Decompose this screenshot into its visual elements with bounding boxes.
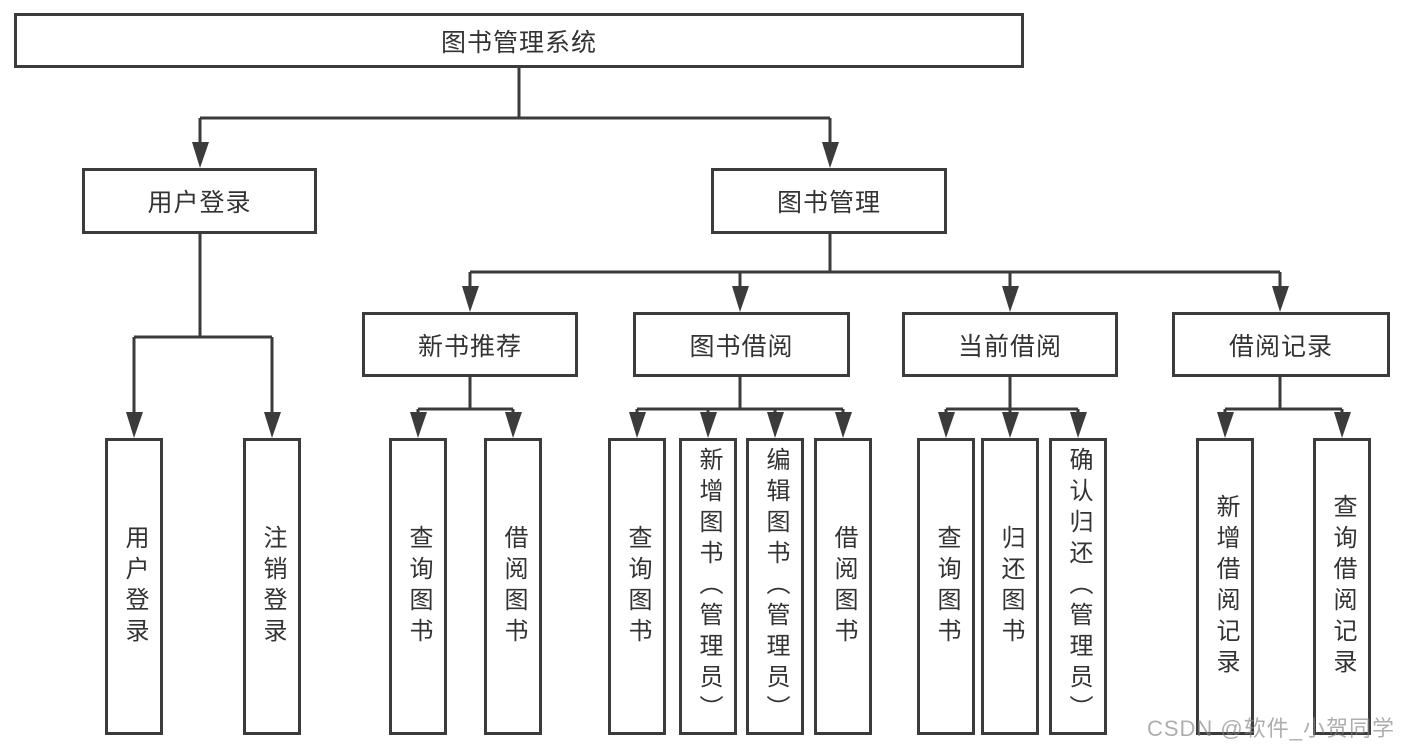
node-book-management: 图书管理 bbox=[711, 168, 947, 234]
leaf-add-borrow-record-label: 新增借阅记录 bbox=[1212, 493, 1239, 680]
leaf-user-login-label: 用户登录 bbox=[121, 524, 148, 649]
leaf-return-books: 归还图书 bbox=[981, 438, 1039, 735]
leaf-add-books-admin-label: 新增图书（管理员） bbox=[695, 447, 722, 726]
leaf-query-borrow-record-label: 查询借阅记录 bbox=[1329, 493, 1356, 680]
connector-borrowing-branch bbox=[629, 377, 852, 438]
node-book-management-label: 图书管理 bbox=[776, 189, 881, 217]
leaf-confirm-return-admin-label: 确认归还（管理员） bbox=[1065, 447, 1092, 726]
leaf-edit-books-admin: 编辑图书（管理员） bbox=[746, 438, 804, 735]
leaf-query-books-2-label: 查询图书 bbox=[624, 524, 651, 649]
leaf-user-login: 用户登录 bbox=[105, 438, 163, 735]
connector-newbooks-branch bbox=[410, 377, 522, 438]
node-borrow-records: 借阅记录 bbox=[1172, 312, 1390, 377]
connector-userlogin-branch bbox=[126, 234, 281, 438]
leaf-logout: 注销登录 bbox=[243, 438, 301, 735]
node-user-login-label: 用户登录 bbox=[147, 189, 252, 217]
leaf-borrow-books-1: 借阅图书 bbox=[484, 438, 542, 735]
leaf-query-books-2: 查询图书 bbox=[608, 438, 666, 735]
leaf-add-borrow-record: 新增借阅记录 bbox=[1196, 438, 1254, 735]
leaf-edit-books-admin-label: 编辑图书（管理员） bbox=[762, 447, 789, 726]
leaf-add-books-admin: 新增图书（管理员） bbox=[679, 438, 737, 735]
leaf-borrow-books-2-label: 借阅图书 bbox=[830, 524, 857, 649]
connector-records-branch bbox=[1217, 377, 1351, 438]
leaf-confirm-return-admin: 确认归还（管理员） bbox=[1049, 438, 1107, 735]
node-book-borrowing-label: 图书借阅 bbox=[689, 332, 794, 361]
node-new-book-recommend-label: 新书推荐 bbox=[417, 332, 522, 361]
leaf-logout-label: 注销登录 bbox=[259, 524, 286, 649]
leaf-query-books-1-label: 查询图书 bbox=[405, 524, 432, 649]
node-new-book-recommend: 新书推荐 bbox=[362, 312, 578, 377]
csdn-watermark: CSDN @软件_小贺同学 bbox=[1146, 716, 1395, 741]
leaf-query-books-3: 查询图书 bbox=[917, 438, 975, 735]
node-root: 图书管理系统 bbox=[14, 13, 1024, 68]
connector-root-to-level1 bbox=[192, 68, 839, 168]
leaf-borrow-books-2: 借阅图书 bbox=[814, 438, 872, 735]
leaf-return-books-label: 归还图书 bbox=[997, 524, 1024, 649]
connector-current-branch bbox=[938, 377, 1087, 438]
node-root-label: 图书管理系统 bbox=[440, 28, 597, 57]
node-book-borrowing: 图书借阅 bbox=[633, 312, 850, 377]
node-current-borrowing: 当前借阅 bbox=[902, 312, 1118, 377]
leaf-query-books-3-label: 查询图书 bbox=[933, 524, 960, 649]
leaf-query-books-1: 查询图书 bbox=[389, 438, 447, 735]
node-current-borrowing-label: 当前借阅 bbox=[957, 332, 1062, 361]
connector-bookmgmt-branch bbox=[462, 234, 1289, 312]
node-user-login: 用户登录 bbox=[82, 168, 317, 234]
node-borrow-records-label: 借阅记录 bbox=[1228, 332, 1333, 361]
leaf-query-borrow-record: 查询借阅记录 bbox=[1313, 438, 1371, 735]
leaf-borrow-books-1-label: 借阅图书 bbox=[500, 524, 527, 649]
